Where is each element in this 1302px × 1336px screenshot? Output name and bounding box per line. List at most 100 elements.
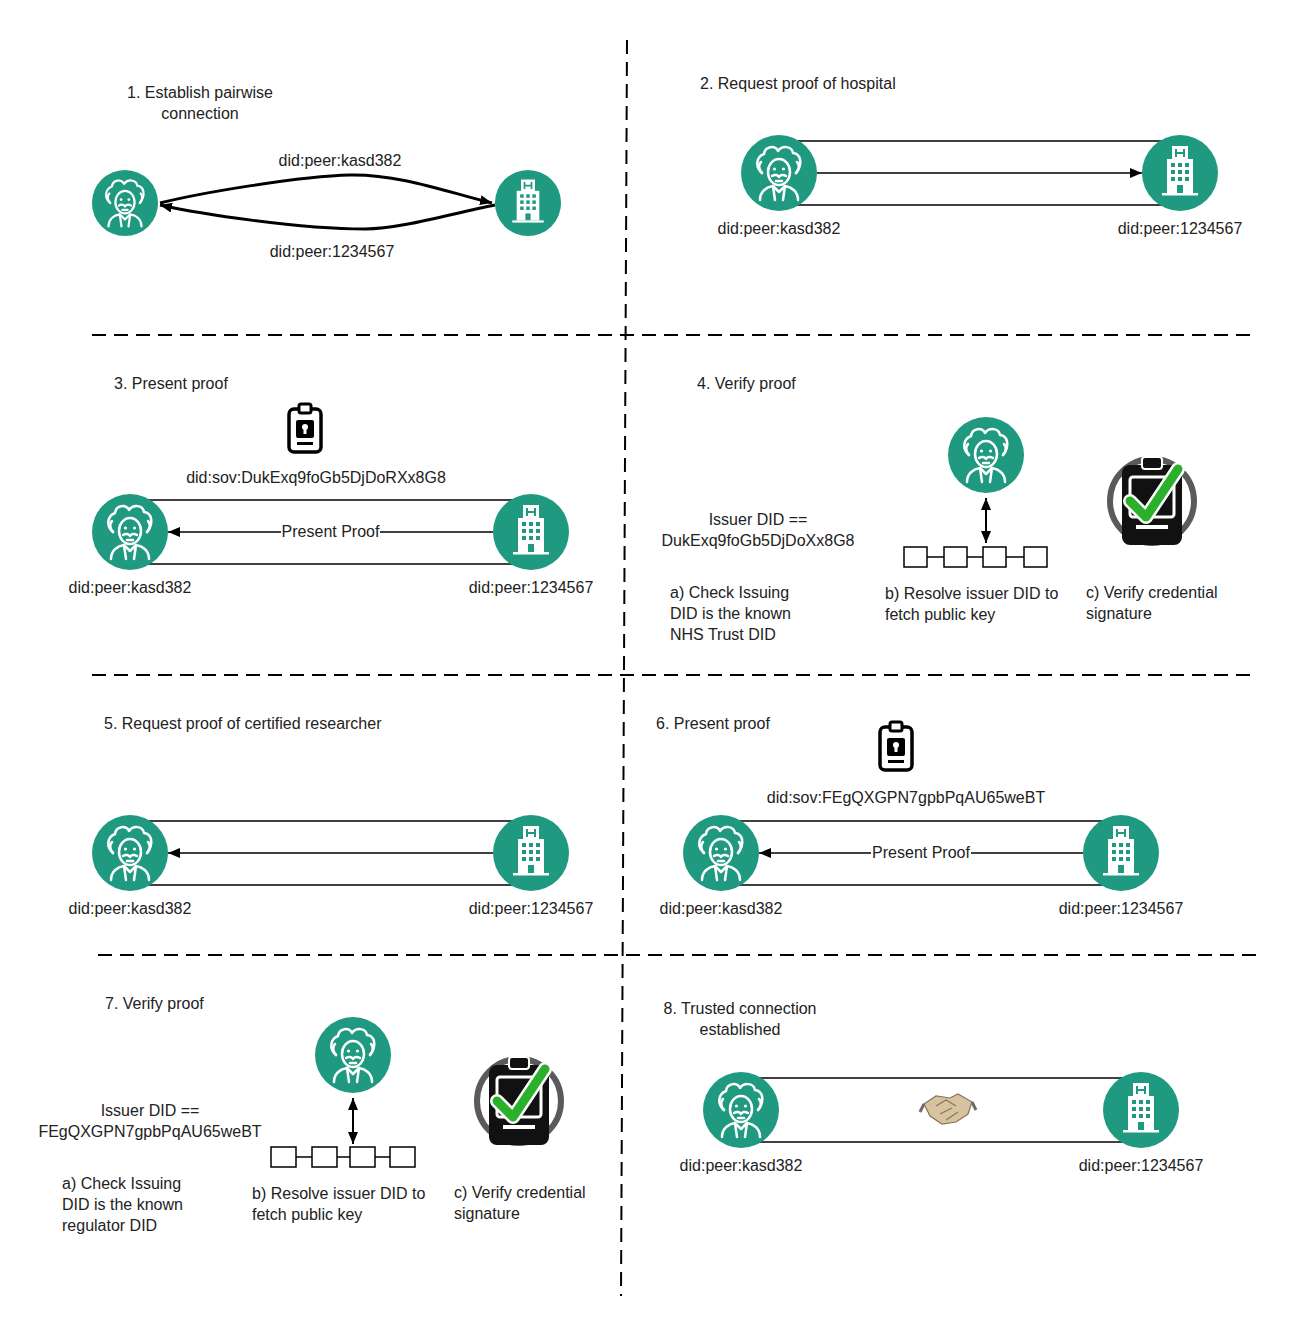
resolve-illustration bbox=[927, 556, 944, 558]
pairwise-illustration bbox=[495, 170, 561, 236]
hospital-icon bbox=[1083, 815, 1159, 891]
researcher-icon bbox=[92, 815, 168, 891]
panel-divider bbox=[98, 954, 1258, 956]
hospital-node: did:peer:1234567 bbox=[1079, 1072, 1204, 1176]
step-note: c) Verify credential signature bbox=[1086, 582, 1246, 624]
credential-icon bbox=[289, 404, 321, 452]
resolve-illustration bbox=[1006, 556, 1024, 558]
researcher-icon bbox=[92, 494, 168, 570]
did-label: did:peer:1234567 bbox=[469, 578, 594, 598]
credential-icon bbox=[289, 404, 912, 770]
verified-badge bbox=[1110, 457, 1194, 545]
handshake-icon bbox=[920, 1094, 976, 1124]
step-title: 3. Present proof bbox=[114, 373, 514, 394]
resolve-illustration bbox=[985, 498, 987, 543]
hospital-icon bbox=[1083, 815, 1159, 891]
resolve-illustration bbox=[1024, 547, 1047, 567]
credential-icon bbox=[880, 722, 912, 770]
channel-line bbox=[741, 1141, 1141, 1143]
researcher-node: did:peer:kasd382 bbox=[660, 815, 783, 919]
pairwise-illustration bbox=[92, 170, 561, 236]
resolve-illustration bbox=[904, 547, 927, 567]
verified-badge bbox=[477, 1057, 561, 1145]
handshake-icon bbox=[936, 1100, 958, 1120]
did-label: did:peer:kasd382 bbox=[680, 1156, 803, 1176]
channel-line bbox=[779, 140, 1180, 142]
hospital-icon bbox=[493, 815, 569, 891]
resolve-illustration bbox=[296, 1156, 312, 1158]
hospital-icon bbox=[1103, 1072, 1179, 1148]
resolve-illustration bbox=[350, 1147, 375, 1167]
step-title: 2. Request proof of hospital bbox=[700, 73, 1100, 94]
resolve-illustration bbox=[944, 547, 967, 567]
channel-line bbox=[721, 820, 1121, 822]
did-label: did:peer:kasd382 bbox=[69, 899, 192, 919]
step-title: 6. Present proof bbox=[656, 713, 1056, 734]
researcher-icon bbox=[683, 815, 759, 891]
step-note: b) Resolve issuer DID to fetch public ke… bbox=[252, 1183, 437, 1225]
hospital-icon bbox=[493, 494, 569, 570]
researcher-icon bbox=[92, 494, 168, 570]
hospital-node: did:peer:1234567 bbox=[469, 494, 594, 598]
resolve-illustration bbox=[948, 417, 1024, 493]
did-label: did:peer:1234567 bbox=[1079, 1156, 1204, 1176]
resolve-illustration bbox=[375, 1156, 390, 1158]
issuer-check: Issuer DID == DukExq9foGb5DjDoXx8G8 bbox=[643, 509, 873, 551]
hospital-icon bbox=[1142, 135, 1218, 211]
researcher-icon bbox=[741, 135, 817, 211]
step-note: a) Check Issuing DID is the known regula… bbox=[62, 1173, 207, 1236]
channel-line bbox=[779, 204, 1180, 206]
researcher-icon bbox=[683, 815, 759, 891]
handshake-icon bbox=[924, 1094, 972, 1124]
researcher-icon bbox=[703, 1072, 779, 1148]
researcher-icon bbox=[92, 815, 168, 891]
resolve-illustration bbox=[271, 1147, 415, 1167]
researcher-node: did:peer:kasd382 bbox=[718, 135, 841, 239]
hospital-icon bbox=[493, 494, 569, 570]
researcher-node: did:peer:kasd382 bbox=[680, 1072, 803, 1176]
hospital-icon bbox=[1103, 1072, 1179, 1148]
resolve-illustration bbox=[983, 547, 1006, 567]
channel-line bbox=[130, 141, 1180, 1142]
panel-divider bbox=[92, 674, 1256, 676]
step-title: 4. Verify proof bbox=[697, 373, 1097, 394]
channel-line bbox=[130, 820, 531, 822]
did-label: did:peer:1234567 bbox=[1118, 219, 1243, 239]
panel-divider bbox=[92, 40, 1258, 1296]
edge-label: Present Proof bbox=[871, 843, 971, 863]
hospital-node: did:peer:1234567 bbox=[1118, 135, 1243, 239]
step-note: a) Check Issuing DID is the known NHS Tr… bbox=[670, 582, 815, 645]
channel-line bbox=[741, 1077, 1141, 1079]
step-note: b) Resolve issuer DID to fetch public ke… bbox=[885, 583, 1070, 625]
handshake-icon bbox=[920, 1102, 976, 1112]
step-title: 5. Request proof of certified researcher bbox=[104, 713, 554, 734]
credential-did: did:sov:DukExq9foGb5DjDoRXx8G8 bbox=[156, 467, 476, 488]
message-arrow bbox=[168, 852, 493, 854]
hospital-node: did:peer:1234567 bbox=[469, 815, 594, 919]
researcher-node: did:peer:kasd382 bbox=[69, 815, 192, 919]
step-title: 8. Trusted connection established bbox=[645, 998, 835, 1040]
resolve-illustration bbox=[312, 1147, 337, 1167]
pairwise-illustration bbox=[92, 170, 158, 236]
did-label: did:peer:kasd382 bbox=[240, 150, 440, 171]
researcher-node: did:peer:kasd382 bbox=[69, 494, 192, 598]
channel-line bbox=[130, 884, 531, 886]
issuer-check: Issuer DID == FEgQXGPN7gpbPqAU65weBT bbox=[18, 1100, 283, 1142]
resolve-illustration bbox=[271, 1147, 296, 1167]
edge-label: Present Proof bbox=[281, 522, 381, 542]
resolve-illustration bbox=[337, 1156, 350, 1158]
hospital-icon bbox=[493, 815, 569, 891]
step-title: 7. Verify proof bbox=[105, 993, 505, 1014]
panel-divider bbox=[92, 334, 1256, 336]
did-label: did:peer:1234567 bbox=[232, 241, 432, 262]
researcher-icon bbox=[741, 135, 817, 211]
pairwise-illustration bbox=[160, 175, 492, 203]
did-label: did:peer:kasd382 bbox=[718, 219, 841, 239]
did-label: did:peer:kasd382 bbox=[660, 899, 783, 919]
panel-divider bbox=[621, 40, 627, 1296]
resolve-illustration bbox=[967, 556, 983, 558]
hospital-node: did:peer:1234567 bbox=[1059, 815, 1184, 919]
resolve-illustration bbox=[352, 1098, 354, 1144]
message-arrow bbox=[817, 172, 1142, 174]
